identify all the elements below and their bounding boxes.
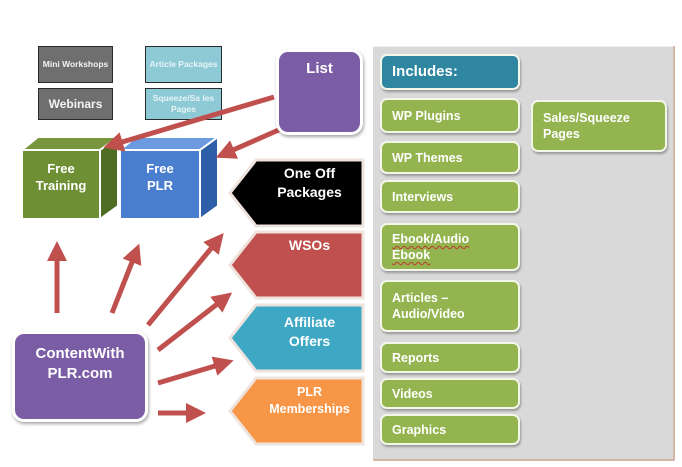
include-item-ebook-audio: Ebook/Audio Ebook	[380, 223, 520, 271]
affiliate-offers-shape	[228, 303, 365, 373]
free-plr-cube	[117, 135, 222, 221]
one-off-packages-shape	[228, 158, 365, 228]
one-off-packages-label: One Off Packages	[277, 165, 342, 200]
source-label: ContentWith PLR.com	[35, 345, 125, 382]
include-item-articles: Articles – Audio/Video	[380, 280, 520, 332]
include-item-wp-plugins: WP Plugins	[380, 98, 520, 133]
arrow-source-to-affiliate	[157, 356, 234, 386]
plr-memberships-label: PLR Memberships	[269, 385, 350, 416]
wsos-shape	[228, 230, 365, 300]
includes-header: Includes:	[380, 54, 520, 90]
arrow-list-to-free-training	[103, 94, 275, 152]
squeeze-sales-pages-label: Squeeze/Sa les Pages	[152, 93, 215, 114]
arrow-source-to-wsos	[156, 292, 233, 352]
webinars-label: Webinars	[48, 96, 103, 111]
include-item-videos: Videos	[380, 378, 520, 409]
article-packages-label: Article Packages	[149, 59, 218, 69]
arrow-source-to-free-plr	[109, 243, 142, 314]
include-item-wp-themes: WP Themes	[380, 141, 520, 174]
mini-workshops-box: Mini Workshops	[38, 46, 113, 83]
include-item-sales-squeeze-pages: Sales/Squeeze Pages	[531, 100, 667, 152]
free-training-label: Free Training	[35, 161, 87, 193]
wsos-label: WSOs	[288, 237, 331, 253]
plr-memberships-shape	[228, 376, 365, 446]
arrow-source-to-one-off	[146, 233, 224, 327]
free-plr-label: Free PLR	[146, 161, 174, 193]
webinars-box: Webinars	[38, 88, 113, 120]
source-box: ContentWith PLR.com	[12, 331, 148, 422]
affiliate-offers-label: Affiliate Offers	[283, 314, 336, 349]
include-item-graphics: Graphics	[380, 414, 520, 445]
article-packages-box: Article Packages	[145, 46, 222, 83]
include-item-interviews: Interviews	[380, 180, 520, 213]
include-item-reports: Reports	[380, 342, 520, 373]
mini-workshops-label: Mini Workshops	[42, 59, 109, 69]
list-box: List	[276, 49, 363, 135]
free-training-cube	[19, 135, 122, 221]
list-label: List	[306, 60, 333, 77]
